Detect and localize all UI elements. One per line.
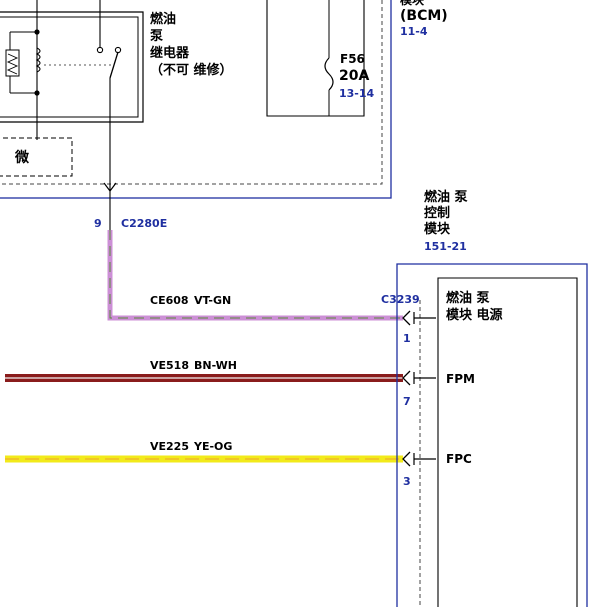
fuel-pump-relay [0,0,144,230]
relay-name-line3: 继电器 [150,45,190,61]
relay-coil-icon [35,47,41,73]
lower-dashed-box: 微 [0,137,73,177]
relay-name-line2: 泵 [150,29,163,44]
pin-7: 7 FPM [402,370,475,408]
pin-7-signal: FPM [446,372,475,386]
module-name-line1: 燃油 泵 [424,189,468,205]
pin-1-number: 1 [403,332,411,345]
wire-1-color-code: VT-GN [194,294,231,307]
wire-2-circuit: VE518 [150,359,189,372]
module-name-line3: 模块 [424,221,451,237]
fuse-ref: 13-14 [339,87,375,100]
bcm-ref: 11-4 [400,25,428,38]
connector-c2280e: 9 C2280E [94,182,167,230]
fuse-rating: 20A [339,68,369,84]
pin-3-number: 3 [403,475,411,488]
fuse-icon [324,57,334,91]
fuse-f56: F56 20A 13-14 [266,0,375,117]
wire-ce608: CE608 VT-GN [107,230,403,321]
lower-box-label: 微 [14,149,30,166]
wire-ve518: VE518 BN-WH [5,359,403,382]
fuse-id: F56 [340,52,365,66]
module-connector: C3239 [381,293,420,306]
pin-7-number: 7 [403,395,411,408]
relay-service-note: （不可 维修） [150,62,233,78]
relay-switch-icon [109,51,119,79]
c2280e-pin: 9 [94,217,102,230]
wire-2-color-code: BN-WH [194,359,237,372]
module-name-line2: 控制 [424,205,450,221]
wire-1-circuit: CE608 [150,294,189,307]
bcm-abbr: (BCM) [400,8,448,24]
pin-3-signal: FPC [446,452,472,466]
bcm-inner-dashed-frame [0,0,383,185]
connector-arrow-icon [103,182,117,192]
bcm-label-partial: 模块 [400,0,425,7]
pin-arrow-icon [402,310,411,326]
pin-3: 3 FPC [402,451,472,488]
wire-3-circuit: VE225 [150,440,189,453]
pin-1: 1 燃油 泵 模块 电源 [402,290,503,345]
pin-1-signal-line2: 模块 电源 [446,307,503,323]
fuel-pump-control-module [396,263,588,607]
pin-1-signal-line1: 燃油 泵 [446,290,490,306]
relay-name-line1: 燃油 [150,11,176,27]
wire-3-color-code: YE-OG [193,440,232,453]
module-ref: 151-21 [424,240,467,253]
c2280e-name: C2280E [121,217,167,230]
pin-arrow-icon [402,370,411,386]
pin-arrow-icon [402,451,411,467]
bcm-frame [0,0,392,199]
wire-ve225: VE225 YE-OG [5,440,403,463]
